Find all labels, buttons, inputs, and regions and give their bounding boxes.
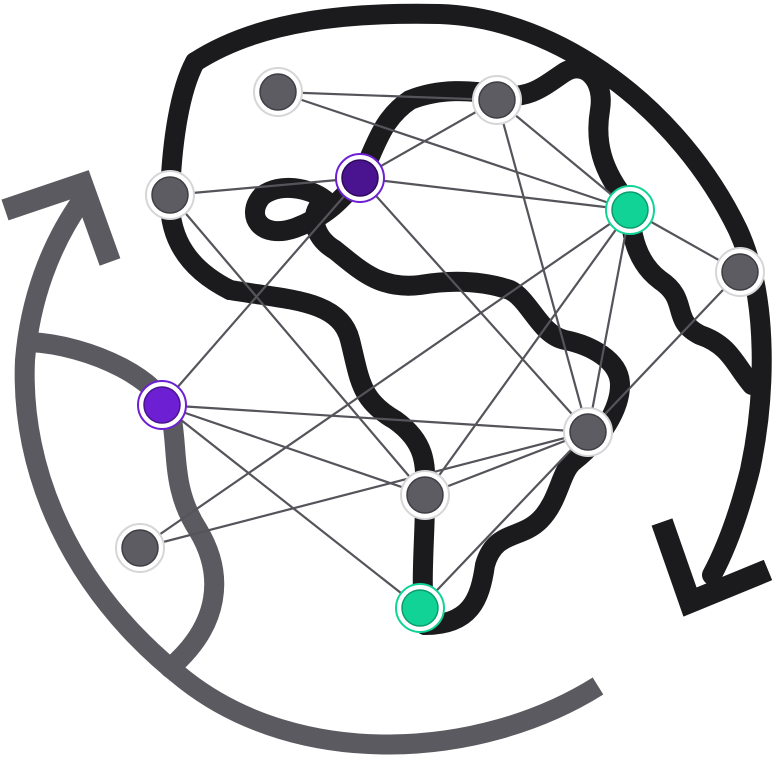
network-nodes bbox=[115, 67, 765, 633]
globe-arrow-head bbox=[651, 518, 773, 617]
continent-east bbox=[620, 195, 762, 395]
edge bbox=[277, 90, 631, 212]
node-purple bbox=[137, 380, 187, 430]
edge bbox=[161, 403, 426, 497]
node bbox=[715, 247, 765, 297]
edge bbox=[161, 177, 361, 406]
node-green bbox=[605, 185, 655, 235]
edge bbox=[139, 209, 631, 549]
network-edges bbox=[139, 90, 741, 609]
edge bbox=[359, 177, 589, 433]
continent-europe-africa bbox=[220, 280, 436, 635]
edge bbox=[419, 431, 589, 609]
edge bbox=[169, 176, 361, 197]
node bbox=[400, 470, 450, 520]
node-purple bbox=[335, 153, 385, 203]
node-green bbox=[395, 583, 445, 633]
edge bbox=[496, 99, 631, 211]
edge bbox=[587, 271, 741, 433]
globe-rim bbox=[185, 3, 772, 585]
edge bbox=[495, 99, 590, 433]
node bbox=[563, 407, 613, 457]
edge bbox=[139, 430, 589, 550]
node bbox=[145, 170, 195, 220]
node bbox=[253, 67, 303, 117]
edge bbox=[586, 209, 632, 433]
node bbox=[115, 523, 165, 573]
edge bbox=[424, 430, 589, 497]
grey-meridian-curve bbox=[20, 332, 225, 678]
edge bbox=[169, 194, 426, 496]
edge bbox=[161, 404, 421, 609]
cycle-arrow-arc bbox=[14, 194, 604, 755]
edge bbox=[277, 90, 498, 102]
edge bbox=[359, 176, 631, 212]
edge bbox=[359, 99, 498, 179]
node bbox=[472, 75, 522, 125]
continent-loop bbox=[245, 58, 640, 242]
edge bbox=[161, 403, 589, 434]
edge bbox=[424, 209, 631, 496]
cycle-arrow-head bbox=[1, 170, 121, 266]
cycle-arrow bbox=[1, 170, 604, 755]
